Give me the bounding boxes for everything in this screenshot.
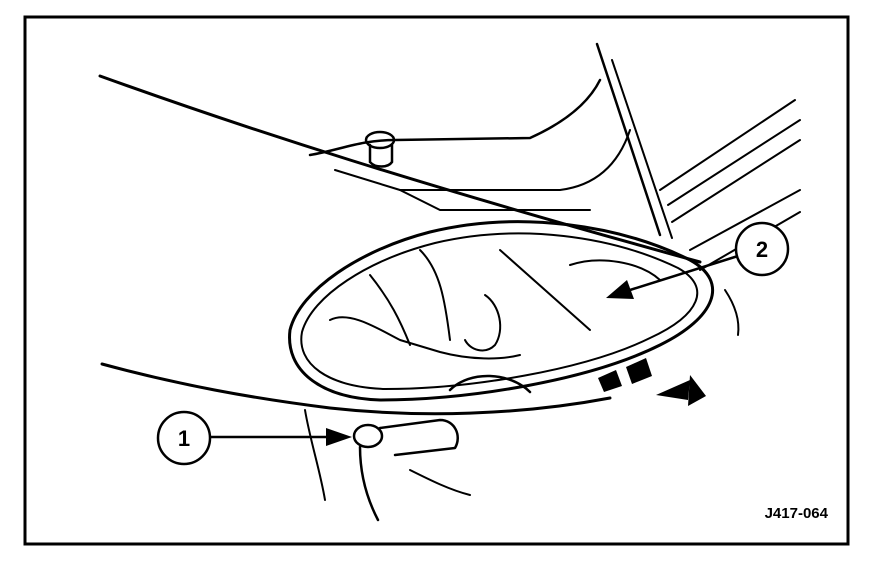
hatch-line [671,139,801,223]
housing-opening-outer [288,220,715,402]
callout-label-1: 1 [178,426,190,451]
interior-shadow-line [419,249,451,341]
pillar-edge-left [595,42,662,237]
housing-opening-inner [300,232,699,390]
hatch-line [667,119,801,206]
interior-lower-edge [329,316,521,360]
connector-body [378,418,459,457]
interior-connector [464,294,502,352]
upper-panel-edge [308,78,602,157]
pillar-edge-right [611,59,673,239]
bolt-head [364,130,396,150]
upper-body-contour [98,74,702,264]
callout-2: 2 [734,221,790,277]
callout-label-2: 2 [756,237,768,262]
hatch-line [689,189,801,251]
lower-bracket-edge [304,409,326,501]
callout-circle [156,410,212,466]
interior-shadow-line [369,274,411,346]
wire-harness [358,445,380,522]
fender-edge [724,289,740,336]
lower-body-contour [100,362,612,416]
callout-circle [734,221,790,277]
callout-1: 1 [156,410,212,466]
interior-bracket [499,249,591,331]
leader-1 [210,428,352,446]
socket-bump [448,374,532,394]
interior-rim [569,259,661,281]
harness-connector [352,423,384,449]
removal-direction-arrow [598,358,706,406]
hatch-line [659,99,796,191]
leader-2 [606,254,739,299]
upper-panel-inner [334,129,631,191]
panel-ridge [399,189,591,211]
line-art [98,42,801,522]
bolt-shank [368,143,394,168]
figure-border [23,15,850,546]
hand-contour [409,469,471,496]
figure-code: J417-064 [765,505,829,522]
